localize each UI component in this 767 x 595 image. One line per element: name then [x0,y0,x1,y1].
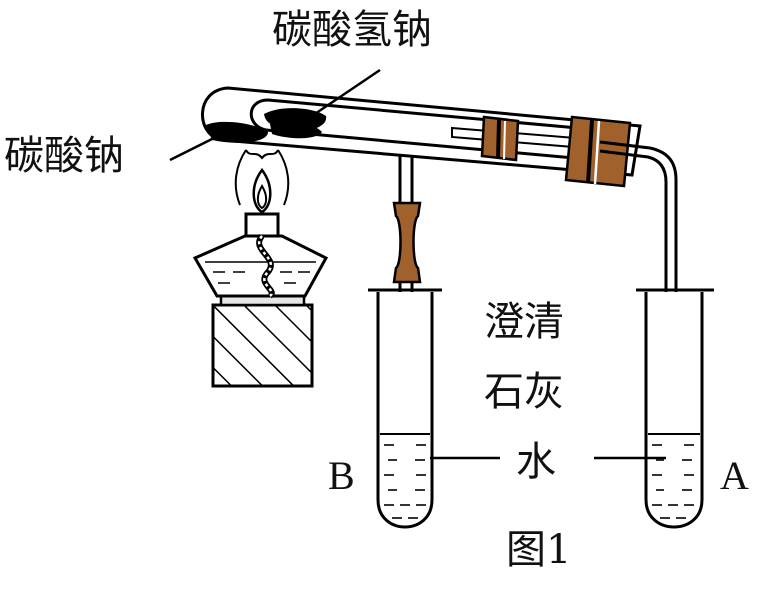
label-tube-a: A [720,453,749,498]
large-test-tube [201,86,642,177]
leader-lines [169,68,666,460]
figure-caption: 图1 [506,527,572,573]
test-tube-b [368,288,442,529]
wooden-block [211,303,314,388]
outer-tube-stopper [564,115,632,188]
sodium-bicarbonate-solid [264,108,327,139]
inner-tube-stopper [480,115,520,162]
label-sodium-carbonate: 碳酸钠 [4,133,124,179]
label-limewater-line3: 水 [516,439,556,485]
sodium-carbonate-solid [206,121,268,143]
label-limewater-line1: 澄清 [484,299,564,345]
label-tube-b: B [328,453,355,498]
label-limewater-line2: 石灰 [484,369,564,415]
alcohol-lamp [192,149,329,307]
label-sodium-bicarbonate: 碳酸氢钠 [272,7,432,53]
test-tube-a [636,288,714,529]
